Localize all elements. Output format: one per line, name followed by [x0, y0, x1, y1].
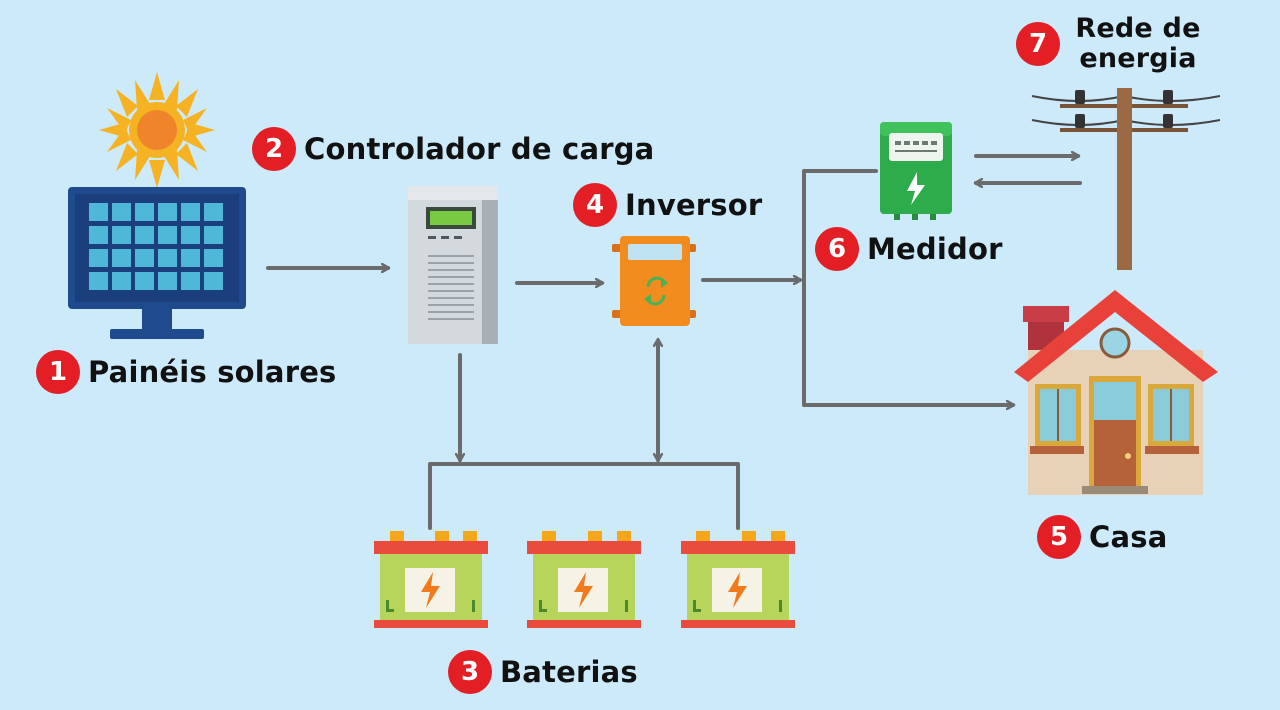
connection-arrows — [266, 156, 1082, 530]
battery-icon — [681, 531, 795, 628]
number-badge: 2 — [252, 127, 296, 171]
line-junction-to-meter — [802, 169, 878, 407]
label-controlador: 2 Controlador de carga — [252, 127, 654, 171]
meter-icon — [880, 122, 952, 220]
battery-icon — [374, 531, 488, 628]
component-label: Controlador de carga — [304, 132, 655, 166]
label-rede: 7 Rede de energia — [1016, 14, 1208, 74]
solar-panel-icon — [68, 187, 246, 339]
inverter-icon — [612, 236, 696, 326]
label-medidor: 6 Medidor — [815, 227, 1003, 271]
sun-icon — [99, 72, 215, 188]
label-paineis: 1 Painéis solares — [36, 350, 337, 394]
component-label: Casa — [1089, 520, 1168, 554]
number-badge: 5 — [1037, 515, 1081, 559]
power-pole-icon — [1031, 88, 1221, 270]
number-badge: 7 — [1016, 22, 1060, 66]
number-badge: 3 — [448, 650, 492, 694]
number-badge: 1 — [36, 350, 80, 394]
label-baterias: 3 Baterias — [448, 650, 638, 694]
number-badge: 6 — [815, 227, 859, 271]
component-label: Medidor — [867, 232, 1003, 266]
charge-controller-icon — [408, 186, 498, 344]
battery-icon — [527, 531, 641, 628]
component-label: Baterias — [500, 655, 638, 689]
battery-bus-line — [428, 462, 740, 530]
label-casa: 5 Casa — [1037, 515, 1167, 559]
house-icon — [1014, 290, 1218, 495]
component-label: Inversor — [625, 188, 763, 222]
label-inversor: 4 Inversor — [573, 183, 762, 227]
number-badge: 4 — [573, 183, 617, 227]
component-label: Rede de energia — [1075, 13, 1201, 74]
component-label: Painéis solares — [88, 355, 337, 389]
